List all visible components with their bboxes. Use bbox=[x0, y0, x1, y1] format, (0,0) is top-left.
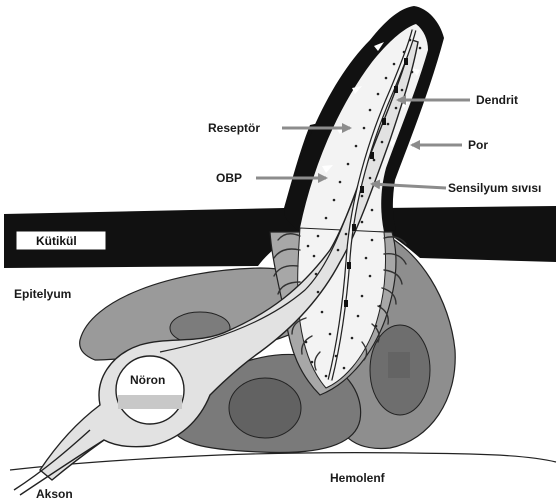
label-noron: Nöron bbox=[130, 373, 165, 387]
label-sensilyum: Sensilyum sıvısı bbox=[448, 181, 541, 195]
label-epitelyum: Epitelyum bbox=[14, 287, 71, 301]
label-dendrit: Dendrit bbox=[476, 93, 518, 107]
support-cell-lower-nucleus bbox=[229, 378, 301, 438]
label-por: Por bbox=[468, 138, 488, 152]
label-hemolenf: Hemolenf bbox=[330, 471, 386, 485]
label-akson: Akson bbox=[36, 487, 73, 501]
hemolymph-boundary bbox=[10, 453, 556, 470]
label-obp: OBP bbox=[216, 171, 242, 185]
label-kutikul: Kütikül bbox=[36, 234, 77, 248]
label-reseptor: Reseptör bbox=[208, 121, 260, 135]
neuron-nucleus bbox=[116, 356, 184, 424]
